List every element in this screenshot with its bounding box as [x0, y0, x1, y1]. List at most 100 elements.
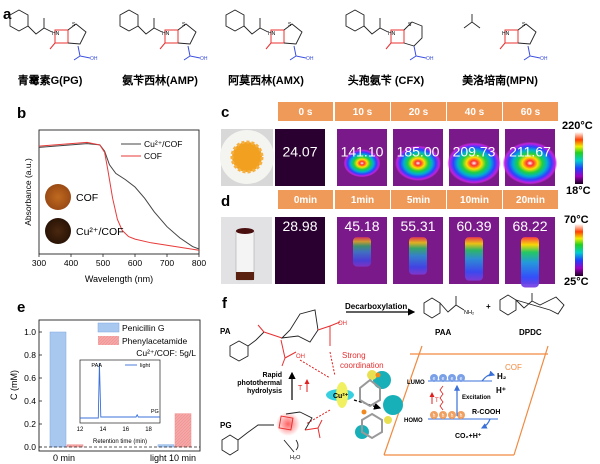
hot-spot	[395, 145, 441, 181]
atom-oh: OH	[200, 56, 208, 62]
electron-symbol: e	[451, 376, 454, 382]
atom-hn: HN	[268, 31, 276, 37]
series-line-cu-cof	[38, 143, 200, 250]
temperature-readout: 28.98	[282, 218, 317, 234]
hole-symbol: h	[442, 413, 445, 419]
benzene-ring	[345, 9, 365, 32]
atom-nh2: NH₂	[464, 310, 474, 316]
electron-transfer-arrow	[353, 399, 382, 410]
rapid-label-3: hydrolysis	[247, 388, 282, 395]
legend: Penicillin G Phenylacetamide Cu²⁺/COF: 5…	[97, 322, 196, 358]
electron-icon	[448, 374, 456, 382]
atom-hn: HN	[52, 31, 60, 37]
thermal-images-d: 0min28.981min45.185min55.3110min60.3920m…	[275, 190, 558, 288]
inset-x-tick: 12	[77, 427, 84, 433]
time-label: 10min	[460, 195, 489, 206]
beta-lactam-ring	[390, 29, 405, 44]
concentration-bar-chart: 0.00.20.40.60.81.0 C (mM) 0 min light 10…	[9, 319, 201, 463]
y-tick-label: 0.2	[24, 419, 36, 429]
hole-icon	[439, 411, 447, 419]
x-tick-label: 800	[192, 258, 206, 268]
time-header	[391, 102, 446, 121]
dpdc-structure	[499, 293, 565, 316]
hot-vial	[465, 237, 483, 281]
inset-x-tick: 14	[100, 427, 107, 433]
hot-vial	[353, 237, 371, 267]
time-header	[335, 102, 390, 121]
hole-icon	[430, 411, 438, 419]
cof-molecular-orbital	[355, 370, 403, 440]
cu-label: Cu²⁺	[333, 393, 349, 400]
cof-powder-photo	[45, 184, 71, 210]
panel-label-d: d	[221, 193, 230, 210]
pg-label: PG	[220, 421, 232, 430]
cu-orbital: Cu²⁺	[326, 382, 354, 408]
y-axis-label: Absorbance (a.u.)	[23, 158, 33, 226]
hot-vial	[409, 237, 427, 275]
electron-symbol: e	[433, 376, 436, 382]
hot-spot	[502, 141, 558, 185]
x-tick-0min: 0 min	[53, 453, 75, 463]
benzene-ring	[9, 9, 29, 32]
rcooh-label: R-COOH	[472, 409, 500, 416]
dpdc-label: DPDC	[519, 328, 542, 337]
pa-label: PA	[220, 327, 231, 336]
compound-name: 青霉素G(PG)	[18, 73, 83, 87]
electron-icon	[430, 374, 438, 382]
atom-hn: HN	[388, 31, 396, 37]
rapid-label-1: Rapid	[263, 372, 282, 379]
colorbar-d	[575, 224, 583, 276]
time-header	[447, 102, 502, 121]
time-header	[278, 190, 333, 209]
legend-label-cof: COF	[144, 151, 162, 161]
y-tick-label: 0.4	[24, 396, 36, 406]
pa-structure: OH OH	[229, 309, 347, 367]
co2-label: CO₂+H⁺	[455, 433, 482, 440]
time-label: 0min	[294, 195, 317, 206]
panel-a-structures: HNSOH青霉素G(PG)HNSOH氨苄西林(AMP)HNSOH阿莫西林(AMX…	[9, 9, 548, 87]
hot-vial	[521, 237, 539, 288]
panel-label-e: e	[17, 299, 25, 316]
hot-spot	[343, 149, 381, 178]
electron-symbol: e	[442, 376, 445, 382]
t-label: T	[435, 398, 439, 404]
temperature-readout: 45.18	[344, 218, 379, 234]
coordination-arrows	[299, 351, 336, 425]
inset-x-label: Retention time (min)	[93, 439, 147, 445]
atom-oh: OH	[306, 56, 314, 62]
water-label: H₂O	[290, 455, 301, 461]
cof-photo-label: COF	[76, 192, 98, 204]
x-tick-label: 500	[96, 258, 110, 268]
mechanism-scheme: PA PG OH OH Decarboxylation NH₂ PAA + DP…	[220, 293, 565, 461]
hplus-label: H⁺	[496, 386, 506, 395]
cu-cof-photo-label: Cu²⁺/COF	[76, 226, 124, 238]
time-header	[278, 102, 333, 121]
cof-sheet	[383, 345, 549, 456]
panel-label-f: f	[222, 295, 228, 312]
panel-label-b: b	[17, 105, 26, 122]
hole-symbol: h	[451, 413, 454, 419]
strong-coordination-label-1: Strong	[342, 351, 366, 360]
thermal-image	[275, 129, 325, 186]
paa-structure: NH₂	[423, 296, 474, 319]
hole-icon	[448, 411, 456, 419]
bar-phenylacetamide-1	[174, 413, 192, 448]
temperature-readout: 68.22	[512, 218, 547, 234]
time-label: 10 s	[353, 107, 373, 118]
plot-frame	[38, 129, 200, 255]
atom-hn: HN	[502, 31, 510, 37]
electron-icon	[439, 374, 447, 382]
legend-swatch-penicillin	[97, 322, 120, 333]
atom-oh: OH	[540, 56, 548, 62]
y-tick-label: 0.8	[24, 350, 36, 360]
time-label: 0 s	[299, 107, 313, 118]
atom-s: S	[72, 22, 76, 28]
electron-symbol: e	[460, 376, 463, 382]
y-tick-label: 0.6	[24, 373, 36, 383]
catalyst-annotation: Cu²⁺/COF: 5g/L	[136, 348, 196, 358]
homo-label: HOMO	[404, 418, 423, 424]
